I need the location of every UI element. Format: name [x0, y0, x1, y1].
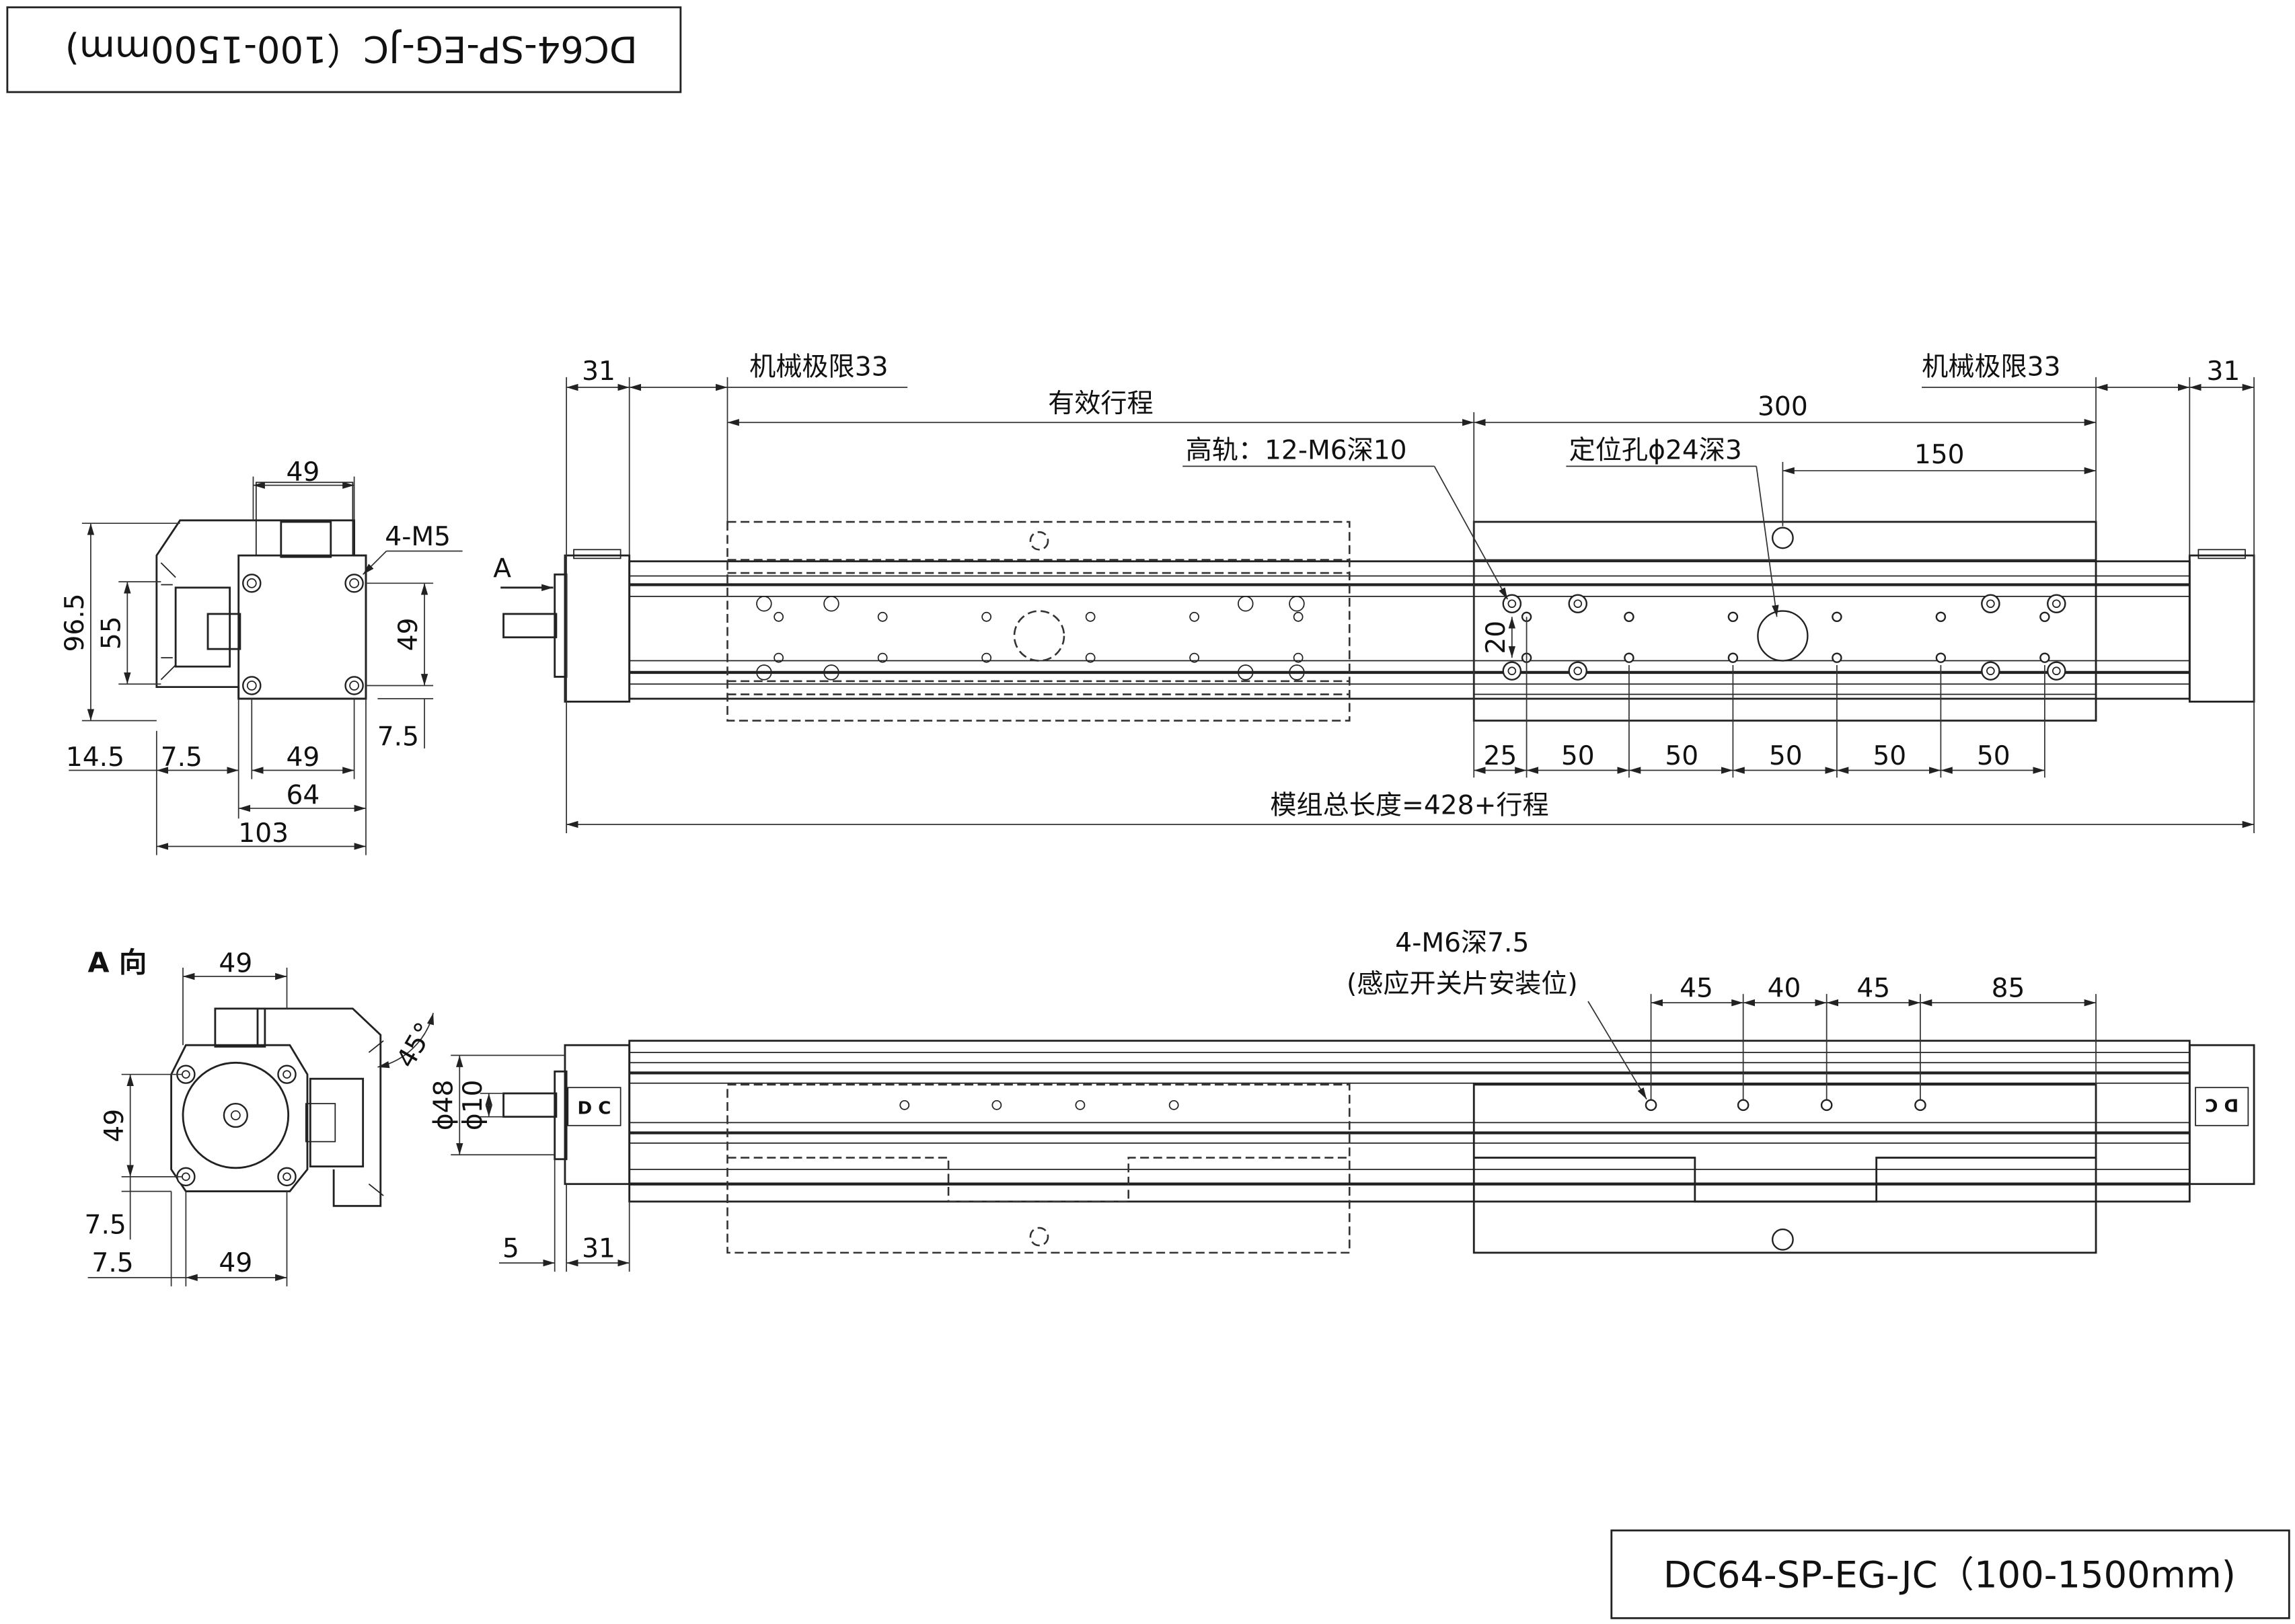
view-a-dim-7-5-a: 7.5 [85, 1210, 126, 1241]
dim-150: 150 [1914, 440, 1965, 470]
dim-49-top: 49 [287, 457, 320, 488]
view-a-dim-49-top: 49 [219, 949, 252, 979]
view-a-dim-49-bottom: 49 [219, 1248, 252, 1278]
dim-14-5: 14.5 [66, 742, 124, 773]
dim-5: 5 [502, 1233, 519, 1264]
dim-31-left: 31 [582, 356, 615, 387]
dim-49-bottom: 49 [287, 742, 320, 773]
total-length: 模组总长度=428+行程 [1270, 791, 1548, 821]
arrow-a-label: A [493, 554, 511, 584]
dim-64: 64 [287, 781, 320, 811]
sensor-note-line2: (感应开关片安装位) [1347, 969, 1578, 999]
pitch-50-b: 50 [1665, 741, 1698, 771]
dim-55: 55 [96, 616, 126, 650]
sensor-note-line1: 4-M6深7.5 [1395, 928, 1529, 958]
pitch-25: 25 [1484, 741, 1517, 771]
dia-10: ϕ10 [458, 1080, 488, 1131]
top-view: A [493, 352, 2255, 834]
mech-limit-left: 机械极限33 [749, 352, 888, 383]
view-a: A 向 49 45° 49 7.5 7.5 49 [85, 947, 441, 1286]
dim-96-5: 96.5 [60, 593, 90, 652]
mech-limit-right: 机械极限33 [1922, 352, 2060, 383]
view-a-label: A 向 [88, 947, 147, 979]
dim-49-right: 49 [393, 618, 424, 652]
mirrored-title-block: DC64-SP-EG-JC（100-1500mm) [6, 6, 682, 93]
note-4m5: 4-M5 [385, 522, 451, 552]
sensor-pitch-45-a: 45 [1680, 973, 1713, 1003]
title-block: DC64-SP-EG-JC（100-1500mm) [1610, 1529, 2290, 1619]
dim-103: 103 [238, 818, 289, 849]
pitch-50-a: 50 [1561, 741, 1595, 771]
dim-7-5-bottom: 7.5 [161, 742, 202, 773]
view-a-dim-7-5-b: 7.5 [91, 1248, 133, 1278]
pitch-50-c: 50 [1769, 741, 1803, 771]
sensor-pitch-45-b: 45 [1856, 973, 1890, 1003]
end-cap-label-left: D C [578, 1098, 611, 1118]
pitch-50-e: 50 [1977, 741, 2010, 771]
front-view: D C D C 4-M6深7.5 [428, 928, 2255, 1272]
effective-stroke: 有效行程 [1048, 389, 1154, 419]
dim-31-front: 31 [582, 1233, 615, 1264]
locating-hole-note: 定位孔ϕ24深3 [1569, 436, 1742, 466]
view-a-dim-49-left: 49 [100, 1109, 130, 1143]
pitch-50-d: 50 [1873, 741, 1906, 771]
dim-300: 300 [1758, 391, 1808, 422]
model-title: DC64-SP-EG-JC（100-1500mm) [1663, 1554, 2236, 1596]
mirrored-model-text: DC64-SP-EG-JC（100-1500mm) [65, 28, 638, 70]
dim-7-5-right: 7.5 [377, 722, 419, 752]
angle-45: 45° [391, 1017, 441, 1073]
dia-48: ϕ48 [428, 1080, 459, 1131]
slider-holes-note: 高轨：12-M6深10 [1186, 436, 1407, 466]
dim-20: 20 [1481, 621, 1511, 654]
sensor-pitch-85: 85 [1992, 973, 2025, 1003]
sensor-pitch-40: 40 [1768, 973, 1801, 1003]
side-view: 49 4-M5 96.5 55 49 7.5 14.5 7.5 49 64 10… [60, 457, 463, 855]
dim-31-right: 31 [2206, 356, 2240, 387]
end-cap-label-right: D C [2205, 1095, 2238, 1115]
